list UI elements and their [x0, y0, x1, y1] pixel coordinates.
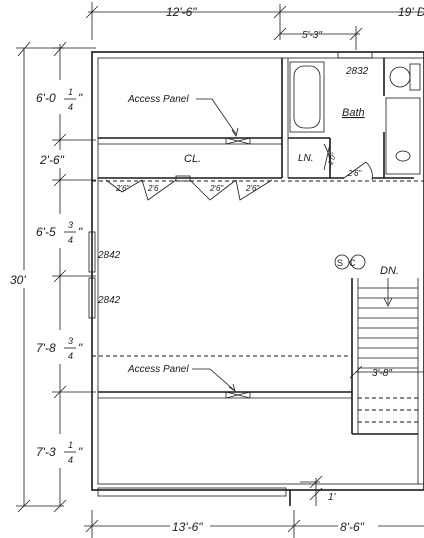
- label-access-panel-upper: Access Panel: [127, 94, 189, 105]
- svg-text:": ": [78, 91, 83, 105]
- svg-text:2'6": 2'6": [209, 184, 224, 193]
- dim-stair-width: 3'-8": [372, 368, 392, 379]
- dim-left-5-num: 1: [68, 440, 73, 450]
- label-window-bath: 2832: [345, 66, 369, 77]
- svg-text:2'0": 2'0": [327, 152, 338, 167]
- dim-left-total: 30': [10, 273, 26, 287]
- lower-storage-room: Access Panel: [92, 355, 352, 399]
- label-stair-mark: SC: [337, 258, 362, 268]
- svg-text:": ": [78, 445, 83, 459]
- label-linen: LN.: [298, 153, 314, 164]
- left-total-dimension: 30': [8, 41, 64, 513]
- svg-text:2'6": 2'6": [245, 184, 260, 193]
- svg-text:2'6": 2'6": [115, 184, 130, 193]
- dim-left-1: 6'-0: [36, 91, 56, 105]
- label-closet: CL.: [184, 153, 201, 165]
- closet-door-2: 2'6" 2'6": [189, 179, 273, 201]
- closet-row: CL. 2'6" 2'6 2'6" 2'6": [92, 58, 424, 201]
- dim-left-3-num: 3: [68, 220, 73, 230]
- dim-top-left: 12'-6": [166, 5, 197, 19]
- upper-storage-room: Access Panel: [98, 94, 282, 145]
- label-access-panel-lower: Access Panel: [127, 364, 189, 375]
- dim-left-5: 7'-3: [36, 445, 56, 459]
- dim-bottom-left: 13'-6": [172, 520, 203, 534]
- stair-treads: [358, 287, 418, 423]
- dim-top-bath: 5'-3": [302, 30, 322, 41]
- svg-text:2'6": 2'6": [347, 169, 362, 178]
- dim-left-5-den: 4: [68, 455, 73, 465]
- bath-top-dimension: 5'-3": [273, 26, 363, 50]
- side-windows: 2842 2842: [88, 231, 121, 319]
- label-bath: Bath: [342, 107, 365, 119]
- dim-left-4-den: 4: [68, 351, 73, 361]
- bathroom: 2832 Bath LN. 2'0" 2'6": [288, 51, 421, 181]
- dim-left-4: 7'-8: [36, 341, 56, 355]
- stairway: SC DN. 3'-8": [334, 254, 424, 484]
- bath-window: [337, 51, 373, 59]
- dim-bottom-right: 8'-6": [340, 520, 365, 534]
- dim-offset-small: 1': [328, 492, 337, 503]
- dim-left-4-num: 3: [68, 336, 73, 346]
- label-window-2: 2842: [97, 295, 121, 306]
- svg-text:": ": [78, 341, 83, 355]
- dim-left-3-den: 4: [68, 235, 73, 245]
- label-down: DN.: [380, 265, 399, 277]
- svg-text:": ": [78, 225, 83, 239]
- exterior-walls: [91, 51, 424, 491]
- closet-door-1: 2'6" 2'6: [105, 179, 177, 201]
- bottom-wall-detail: 1': [97, 475, 337, 506]
- bottom-dimension: 13'-6" 8'-6": [84, 510, 424, 538]
- top-dimension: 12'-6" 19' D: [85, 2, 424, 40]
- label-window-1: 2842: [97, 250, 121, 261]
- dim-left-1-num: 1: [68, 87, 73, 97]
- dim-left-2: 2'-6": [39, 153, 65, 167]
- left-segment-dimensions: 6'-0 1 4 " 2'-6" 6'-5 3 4 " 7'-8 3 4 " 7…: [34, 41, 96, 513]
- dim-left-3: 6'-5: [36, 225, 56, 239]
- svg-text:2'6: 2'6: [147, 184, 159, 193]
- dim-left-1-den: 4: [68, 102, 73, 112]
- dim-top-right: 19' D: [398, 5, 424, 19]
